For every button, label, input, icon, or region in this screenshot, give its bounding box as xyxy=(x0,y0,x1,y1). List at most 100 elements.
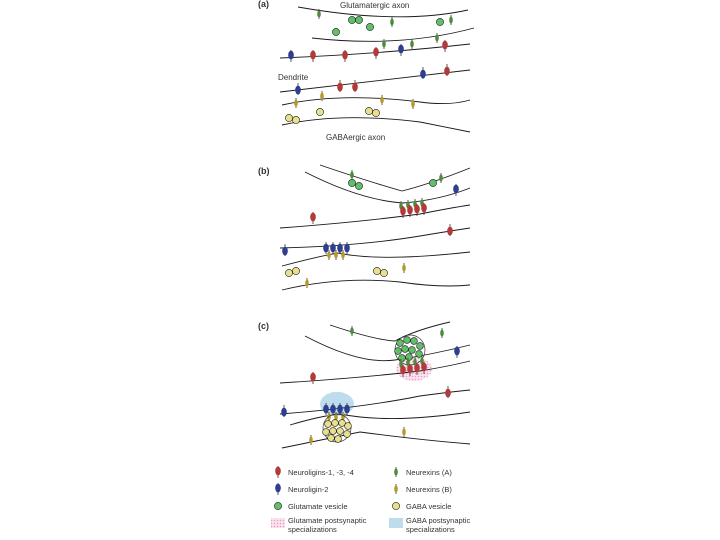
neurexin-b-icon xyxy=(309,435,313,445)
neurexin-b-icon xyxy=(341,250,345,260)
neurexin-b-icon xyxy=(327,250,331,260)
dendrite-membrane-lower xyxy=(279,389,471,415)
glutamatergic-axon-label: Glutamatergic axon xyxy=(340,1,409,10)
gaba-vesicle xyxy=(327,434,335,442)
glutamate-vesicle xyxy=(348,16,356,24)
neuroligin-a-icon xyxy=(400,365,406,377)
gaba-vesicle xyxy=(292,116,300,124)
gabaergic-axon-membrane-upper xyxy=(289,411,471,426)
legend-label: Glutamate postsynaptic specializations xyxy=(288,516,367,534)
glutamate-specialization-icon xyxy=(271,518,285,528)
gaba-vesicle xyxy=(285,114,293,122)
neurexin-a-icon xyxy=(390,17,394,27)
neuroligin-b-icon xyxy=(295,83,301,95)
neurexin-a-icon xyxy=(449,15,453,25)
neuroligin-b-icon xyxy=(454,346,460,358)
legend-label: Neuroligin-2 xyxy=(288,485,328,494)
glutamate-vesicle xyxy=(398,354,406,362)
legend-item-gaba-specialization: GABA postsynaptic specializations xyxy=(389,516,470,534)
glutamatergic-axon-membrane-upper xyxy=(297,6,469,18)
gaba-vesicle xyxy=(322,428,330,436)
neurexin-a-icon xyxy=(394,467,398,477)
glutamatergic-axon-membrane-upper xyxy=(329,321,451,342)
neuroligin-b-icon xyxy=(323,403,329,415)
glutamate-vesicle-cluster xyxy=(394,336,424,362)
neuroligin-a-icon xyxy=(407,205,413,217)
glutamate-vesicle xyxy=(394,347,402,355)
neuroligin-a-icon xyxy=(310,212,316,224)
gabaergic-axon-membrane-lower xyxy=(281,117,471,133)
legend-item-neuroligin-a: Neuroligins-1, -3, -4 xyxy=(275,466,354,478)
glutamate-contact-cluster xyxy=(399,198,427,218)
neurexin-b-icon xyxy=(305,278,309,288)
panel-a-label: (a) xyxy=(258,0,269,9)
panel-b: (b) xyxy=(258,164,471,291)
glutamate-vesicle xyxy=(410,337,418,345)
gabaergic-axon-label: GABAergic axon xyxy=(326,133,385,142)
glutamate-vesicle xyxy=(408,346,416,354)
glutamatergic-axon-membrane-upper xyxy=(319,164,471,192)
neuroligin-b-icon xyxy=(337,242,343,254)
neurexin-b-icon xyxy=(394,484,398,494)
neurexin-a-icon xyxy=(440,328,444,338)
neuroligin-a-icon xyxy=(310,372,316,384)
glutamate-vesicle xyxy=(416,342,424,350)
gaba-vesicle xyxy=(372,109,380,117)
neuroligin-b-icon xyxy=(337,403,343,415)
gabaergic-axon-membrane-lower xyxy=(281,279,471,291)
glutamate-vesicle xyxy=(403,336,411,344)
neuroligin-b-icon xyxy=(323,242,329,254)
glutamate-vesicle xyxy=(355,16,363,24)
legend-label: Neuroligins-1, -3, -4 xyxy=(288,468,354,477)
neuroligin-a-icon xyxy=(337,80,343,92)
neuroligin-a-icon xyxy=(407,364,413,376)
glutamate-vesicle xyxy=(348,179,356,187)
neurexin-a-icon xyxy=(350,326,354,336)
glutamate-vesicle xyxy=(366,23,374,31)
legend: Neuroligins-1, -3, -4 Neurexins (A) Neur… xyxy=(271,466,470,534)
neurexin-b-icon xyxy=(402,427,406,437)
glutamate-vesicle xyxy=(332,28,340,36)
gaba-vesicle-cluster xyxy=(322,419,352,443)
neurexin-b-icon xyxy=(380,95,384,105)
panel-a: (a) Glutamatergic axon Dendrite GABAergi… xyxy=(258,0,475,142)
neuroligin-b-icon xyxy=(344,242,350,254)
gaba-vesicle xyxy=(338,419,346,427)
neurexin-b-icon xyxy=(402,263,406,273)
legend-item-glutamate-vesicle: Glutamate vesicle xyxy=(274,502,348,511)
panel-c: (c) xyxy=(258,321,471,449)
neuroligin-b-icon xyxy=(281,405,287,417)
dendrite-membrane-upper xyxy=(279,204,471,229)
neuroligin-a-icon xyxy=(275,466,281,478)
gaba-vesicle xyxy=(329,427,337,435)
gaba-vesicle xyxy=(285,269,293,277)
neurexin-a-icon xyxy=(382,39,386,49)
legend-item-glutamate-specialization: Glutamate postsynaptic specializations xyxy=(271,516,367,534)
glutamatergic-axon-membrane-lower xyxy=(304,171,471,204)
neuroligin-a-icon xyxy=(342,50,348,62)
glutamate-vesicle xyxy=(429,179,437,187)
gaba-synapse-cluster xyxy=(323,403,350,422)
gaba-vesicle xyxy=(324,420,332,428)
glutamatergic-axon-membrane-lower xyxy=(304,335,471,362)
panel-c-label: (c) xyxy=(258,321,269,331)
gaba-vesicle xyxy=(373,267,381,275)
gaba-vesicle xyxy=(316,108,324,116)
glutamate-vesicle xyxy=(401,345,409,353)
neuroligin-b-icon xyxy=(275,483,281,495)
neuroligin-b-icon xyxy=(330,242,336,254)
glutamate-vesicle-icon xyxy=(274,502,282,510)
neuroligin-b-icon xyxy=(420,67,426,79)
legend-item-neurexin-b: Neurexins (B) xyxy=(394,484,452,494)
neuroligin-a-icon xyxy=(310,50,316,62)
neuroligin-b-icon xyxy=(282,244,288,256)
gaba-specialization-icon xyxy=(389,518,403,528)
neuroligin-a-icon xyxy=(444,64,450,76)
panel-b-label: (b) xyxy=(258,166,270,176)
glutamate-vesicle xyxy=(405,353,413,361)
glutamate-vesicle xyxy=(355,182,363,190)
gabaergic-axon-membrane-upper xyxy=(281,251,471,267)
neuroligin-a-icon xyxy=(421,362,427,374)
dendrite-membrane-lower xyxy=(279,227,471,249)
